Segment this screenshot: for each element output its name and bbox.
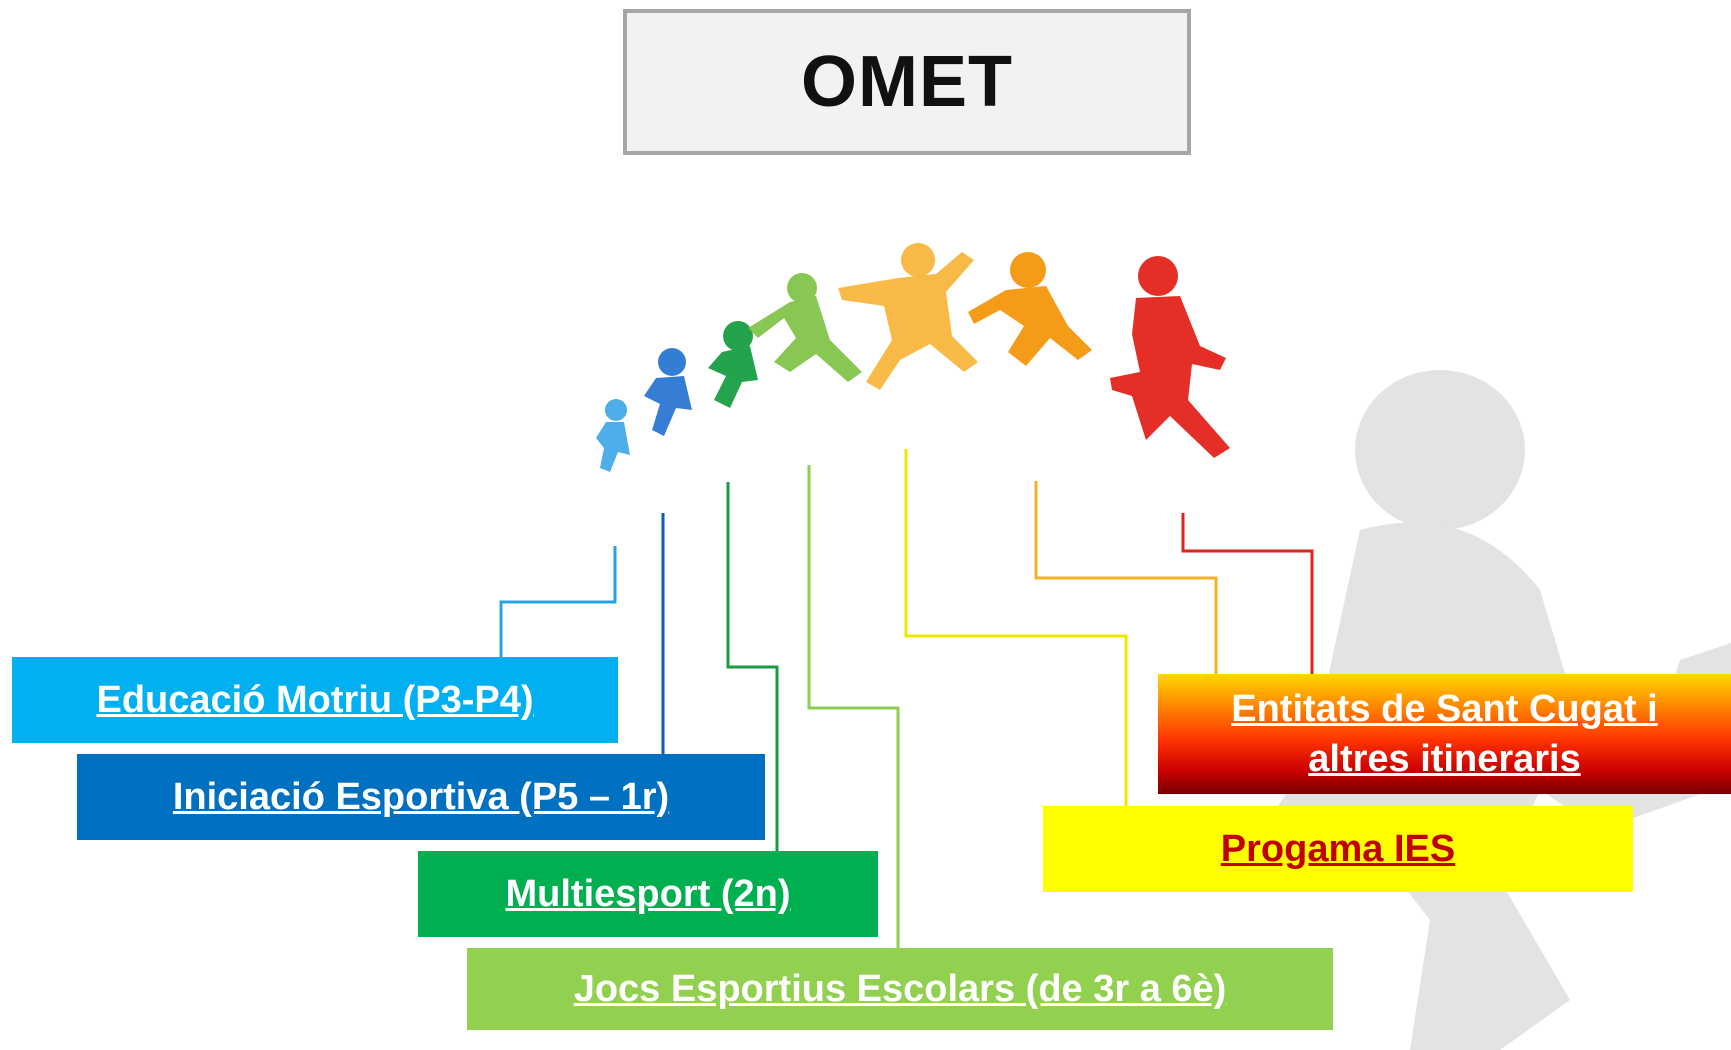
connector-multi: [726, 482, 779, 851]
stage-educacio-motriu-link[interactable]: Educació Motriu (P3-P4): [96, 679, 534, 721]
stage-jocs-esportius-link[interactable]: Jocs Esportius Escolars (de 3r a 6è): [573, 968, 1227, 1010]
stage-jocs-esportius[interactable]: Jocs Esportius Escolars (de 3r a 6è): [467, 948, 1333, 1030]
connector-ies: [904, 449, 1128, 806]
runner-3: [708, 321, 758, 408]
stage-iniciacio-esportiva[interactable]: Iniciació Esportiva (P5 – 1r): [77, 754, 765, 840]
stage-entitats-sant-cugat-link[interactable]: Entitats de Sant Cugat i altres itinerar…: [1231, 688, 1658, 780]
runner-4: [748, 273, 862, 382]
stage-multiesport[interactable]: Multiesport (2n): [418, 851, 878, 937]
runner-6: [968, 252, 1092, 366]
connector-jocs: [807, 465, 900, 948]
runner-5: [838, 243, 978, 390]
stage-programa-ies-link[interactable]: Progama IES: [1220, 828, 1456, 870]
runner-2: [644, 348, 692, 436]
runner-1: [596, 399, 630, 472]
diagram-title: OMET: [801, 42, 1013, 122]
connector-entitats: [1181, 513, 1314, 674]
stage-programa-ies[interactable]: Progama IES: [1043, 806, 1633, 892]
stage-educacio-motriu[interactable]: Educació Motriu (P3-P4): [12, 657, 618, 743]
connector-motriu: [499, 546, 617, 657]
stage-iniciacio-esportiva-link[interactable]: Iniciació Esportiva (P5 – 1r): [172, 776, 670, 818]
stage-entitats-sant-cugat[interactable]: Entitats de Sant Cugat i altres itinerar…: [1158, 674, 1731, 794]
title-box: OMET: [623, 9, 1191, 155]
stage-multiesport-link[interactable]: Multiesport (2n): [505, 873, 791, 915]
connector-altres-orange: [1034, 481, 1218, 674]
runners-progression-icon: [596, 243, 1230, 472]
runner-7: [1110, 256, 1230, 458]
